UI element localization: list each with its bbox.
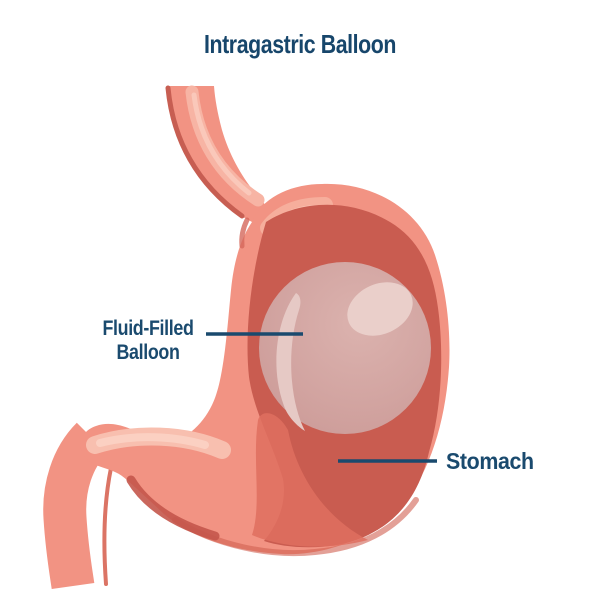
label-fluid-filled-line1: Fluid-Filled [102, 317, 194, 340]
esophagus-highlight-core [191, 92, 252, 196]
duodenum [43, 422, 108, 590]
balloon-crescent-highlight [276, 293, 305, 431]
label-fluid-filled-balloon: Fluid-Filled Balloon [84, 317, 212, 365]
cardia-notch [239, 217, 250, 249]
duodenum-edge-shadow [102, 466, 113, 586]
diagram-title: Intragastric Balloon [203, 29, 397, 59]
label-fluid-filled-line2: Balloon [116, 341, 180, 364]
label-stomach: Stomach [446, 448, 534, 474]
balloon-oval-highlight [347, 282, 413, 336]
pylorus-crease [126, 475, 220, 541]
cavity-reflection [252, 413, 368, 547]
antrum-highlight-core [96, 433, 209, 449]
esophagus-shadow-edge [165, 85, 245, 219]
